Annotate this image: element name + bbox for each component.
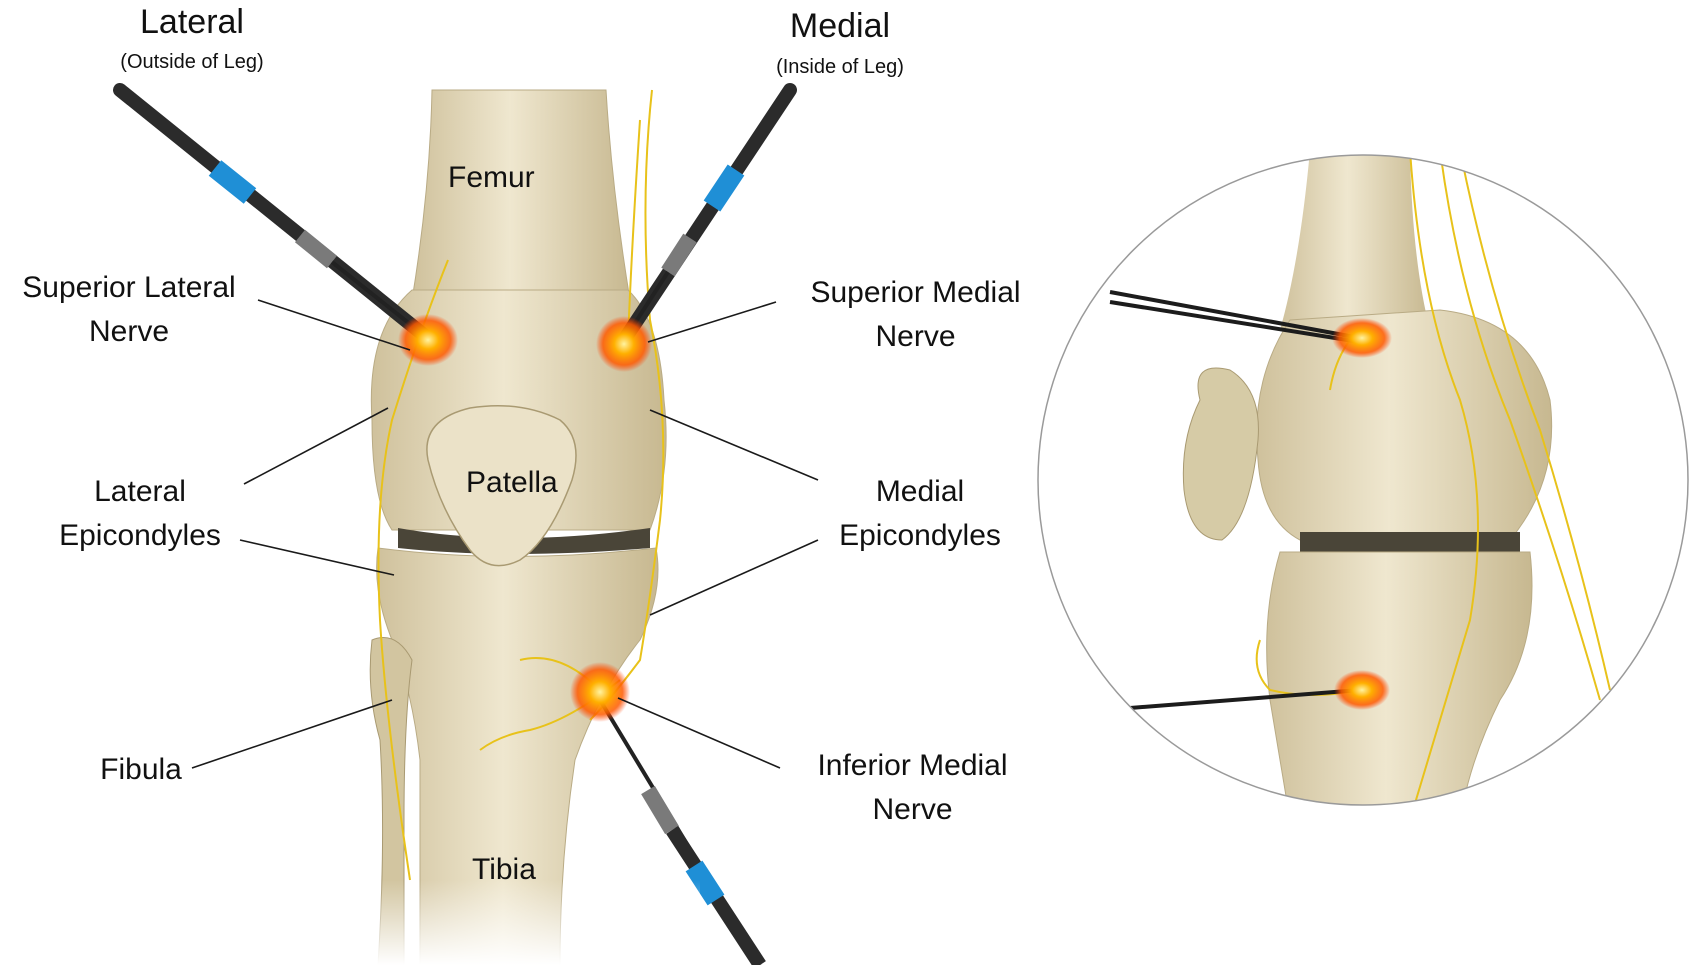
lateral-subtitle: (Outside of Leg) (62, 50, 322, 74)
medial-epicondyles-line2: Epicondyles (820, 518, 1020, 554)
medial-epicondyles-line1: Medial (820, 474, 1020, 510)
lateral-title: Lateral (92, 2, 292, 43)
lateral-header: Lateral (92, 2, 292, 43)
femur-label: Femur (448, 160, 535, 196)
medial-header: Medial (740, 6, 940, 47)
tibia-label: Tibia (472, 852, 536, 888)
lateral-epicondyles-label: Lateral Epicondyles (40, 474, 240, 554)
medial-subtitle: (Inside of Leg) (710, 55, 970, 79)
lateral-subtitle-wrap: (Outside of Leg) (62, 50, 322, 74)
inferior-medial-nerve-label: Inferior Medial Nerve (790, 748, 1035, 828)
superior-medial-line1: Superior Medial (788, 275, 1043, 311)
hotspot-superior-medial (596, 316, 652, 372)
hotspot-superior-lateral (398, 314, 458, 366)
inset-side-view (1038, 150, 1688, 820)
patella-label: Patella (466, 465, 558, 501)
hotspot-inferior-medial (570, 662, 630, 722)
lateral-epicondyles-line1: Lateral (40, 474, 240, 510)
superior-lateral-line2: Nerve (4, 314, 254, 350)
superior-medial-line2: Nerve (788, 319, 1043, 355)
lateral-epicondyles-line2: Epicondyles (40, 518, 240, 554)
superior-medial-nerve-label: Superior Medial Nerve (788, 275, 1043, 355)
fibula-label: Fibula (96, 752, 186, 788)
medial-subtitle-wrap: (Inside of Leg) (710, 55, 970, 79)
superior-lateral-nerve-label: Superior Lateral Nerve (4, 270, 254, 350)
inferior-medial-line2: Nerve (790, 792, 1035, 828)
inferior-medial-line1: Inferior Medial (790, 748, 1035, 784)
medial-epicondyles-label: Medial Epicondyles (820, 474, 1020, 554)
superior-lateral-line1: Superior Lateral (4, 270, 254, 306)
medial-title: Medial (740, 6, 940, 47)
